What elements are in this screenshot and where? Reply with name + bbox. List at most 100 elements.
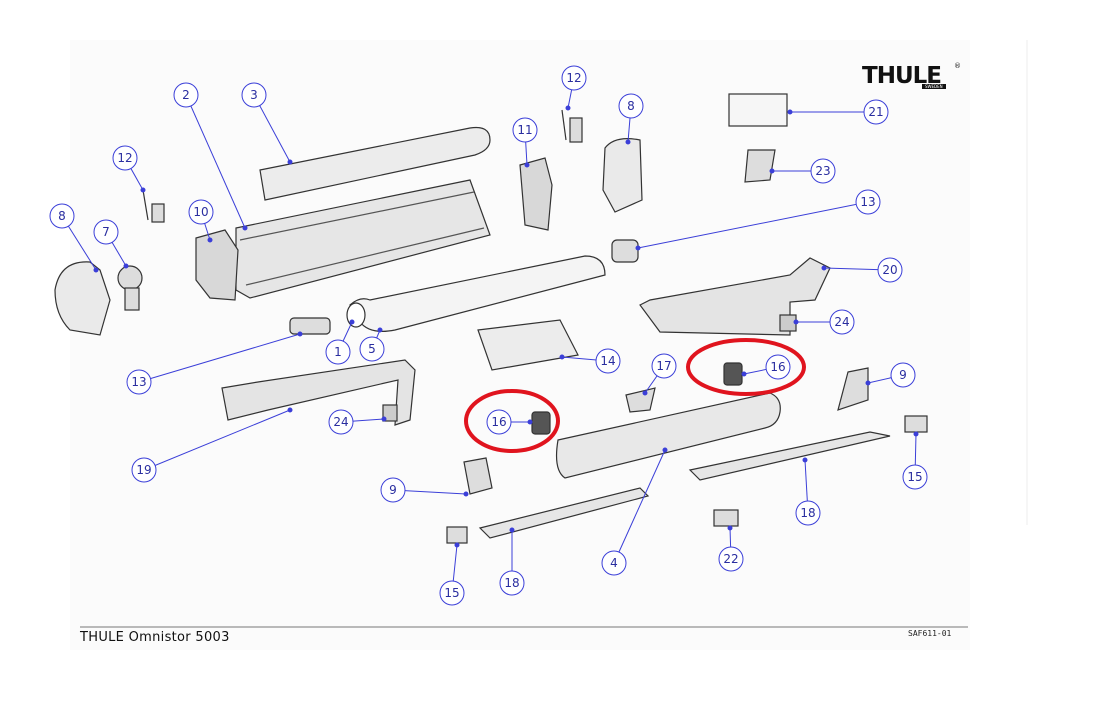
leader-line: [613, 449, 666, 564]
leader-arrow-head: [635, 245, 641, 251]
callout-label-c12a: 12: [117, 151, 132, 165]
part-cap-9b: [837, 367, 869, 411]
leader-arrow-head: [287, 407, 293, 413]
part-rail-right: [688, 431, 891, 481]
profile-line: [245, 227, 485, 286]
leader-arrow-head: [802, 457, 808, 463]
leader-line: [143, 409, 291, 471]
part-21: [728, 93, 788, 127]
part-22: [713, 509, 739, 527]
callout-circle: [499, 570, 525, 596]
callout-circle: [902, 464, 928, 490]
callout-label-c13a: 13: [131, 375, 146, 389]
leader-line: [637, 201, 869, 249]
part-arm-left: [221, 359, 416, 426]
part-foot-left: [446, 526, 468, 544]
callout-label-c12b: 12: [566, 71, 581, 85]
part-end-cap-10: [195, 229, 239, 301]
leader-arrow-head: [381, 416, 387, 422]
callout-circle: [241, 82, 267, 108]
leader-arrow-head: [565, 105, 571, 111]
callout-label-c24a: 24: [333, 415, 348, 429]
callout-label-c23: 23: [815, 164, 830, 178]
part-front-bar: [555, 392, 781, 479]
leader-arrow-head: [509, 527, 515, 533]
brand-registered-mark: ®: [954, 62, 961, 70]
leader-arrow-head: [123, 263, 129, 269]
leader-arrow-head: [821, 265, 827, 271]
callout-label-c16a: 16: [491, 415, 506, 429]
callout-label-c9a: 9: [389, 483, 397, 497]
callout-label-c18b: 18: [800, 506, 815, 520]
callout-circle: [359, 336, 385, 362]
callout-circle: [380, 477, 406, 503]
callout-label-c19: 19: [136, 463, 151, 477]
part-knob-right: [611, 239, 639, 263]
callout-circle: [765, 354, 791, 380]
callout-label-c15b: 15: [907, 470, 922, 484]
brand-sub: SWEDEN: [922, 84, 946, 89]
callout-circle: [651, 353, 677, 379]
callout-circle: [49, 203, 75, 229]
callout-label-c18a: 18: [504, 576, 519, 590]
part-bracket: [477, 319, 579, 371]
leader-arrow-head: [454, 542, 460, 548]
callout-circle: [810, 158, 836, 184]
callout-label-c15a: 15: [444, 586, 459, 600]
callout-circle: [93, 219, 119, 245]
leader-line: [138, 333, 301, 383]
part-cover-left: [54, 261, 111, 336]
callout-circle: [188, 199, 214, 225]
part-gear-shaft: [124, 287, 140, 311]
part-23: [744, 149, 776, 183]
part-fabric-roll: [349, 255, 606, 332]
part-hinge-24a: [382, 404, 398, 422]
leader-arrow-head: [463, 491, 469, 497]
leader-arrow-head: [741, 371, 747, 377]
profile-line: [239, 191, 475, 241]
callout-label-c21: 21: [868, 105, 883, 119]
callout-label-c7: 7: [102, 225, 110, 239]
leader-arrow-head: [642, 390, 648, 396]
callout-circle: [173, 82, 199, 108]
callout-label-c8a: 8: [58, 209, 66, 223]
part-clip-right: [569, 117, 583, 143]
roll-end: [346, 302, 366, 328]
callout-label-c17: 17: [656, 359, 671, 373]
part-hinge-24b: [779, 314, 797, 332]
callout-circle: [855, 189, 881, 215]
callout-label-c9b: 9: [899, 368, 907, 382]
part-spring-left: [142, 189, 149, 221]
callout-circle: [126, 369, 152, 395]
callout-circle: [325, 339, 351, 365]
part-foot-right: [904, 415, 928, 433]
callout-circle: [512, 117, 538, 143]
leader-arrow-head: [559, 354, 565, 360]
callout-circle: [112, 145, 138, 171]
leader-arrow-head: [524, 162, 530, 168]
callout-circle: [795, 500, 821, 526]
leader-arrow-head: [527, 419, 533, 425]
part-cover-right: [602, 138, 643, 213]
callout-circle: [618, 93, 644, 119]
leader-arrow-head: [793, 319, 799, 325]
callout-circle: [595, 348, 621, 374]
leader-arrow-head: [140, 187, 146, 193]
leader-arrow-head: [625, 139, 631, 145]
leader-arrow-head: [349, 319, 355, 325]
callout-circle: [328, 409, 354, 435]
callout-circle: [561, 65, 587, 91]
highlight-ring-16-left: [464, 389, 560, 453]
leader-arrow-head: [242, 225, 248, 231]
leader-arrow-head: [287, 159, 293, 165]
leader-arrow-head: [865, 380, 871, 386]
part-gear: [117, 265, 143, 291]
callout-label-c14: 14: [600, 354, 615, 368]
leader-line: [253, 94, 291, 163]
callout-circle: [829, 309, 855, 335]
part-clip-left: [151, 203, 165, 223]
callout-circle: [877, 257, 903, 283]
